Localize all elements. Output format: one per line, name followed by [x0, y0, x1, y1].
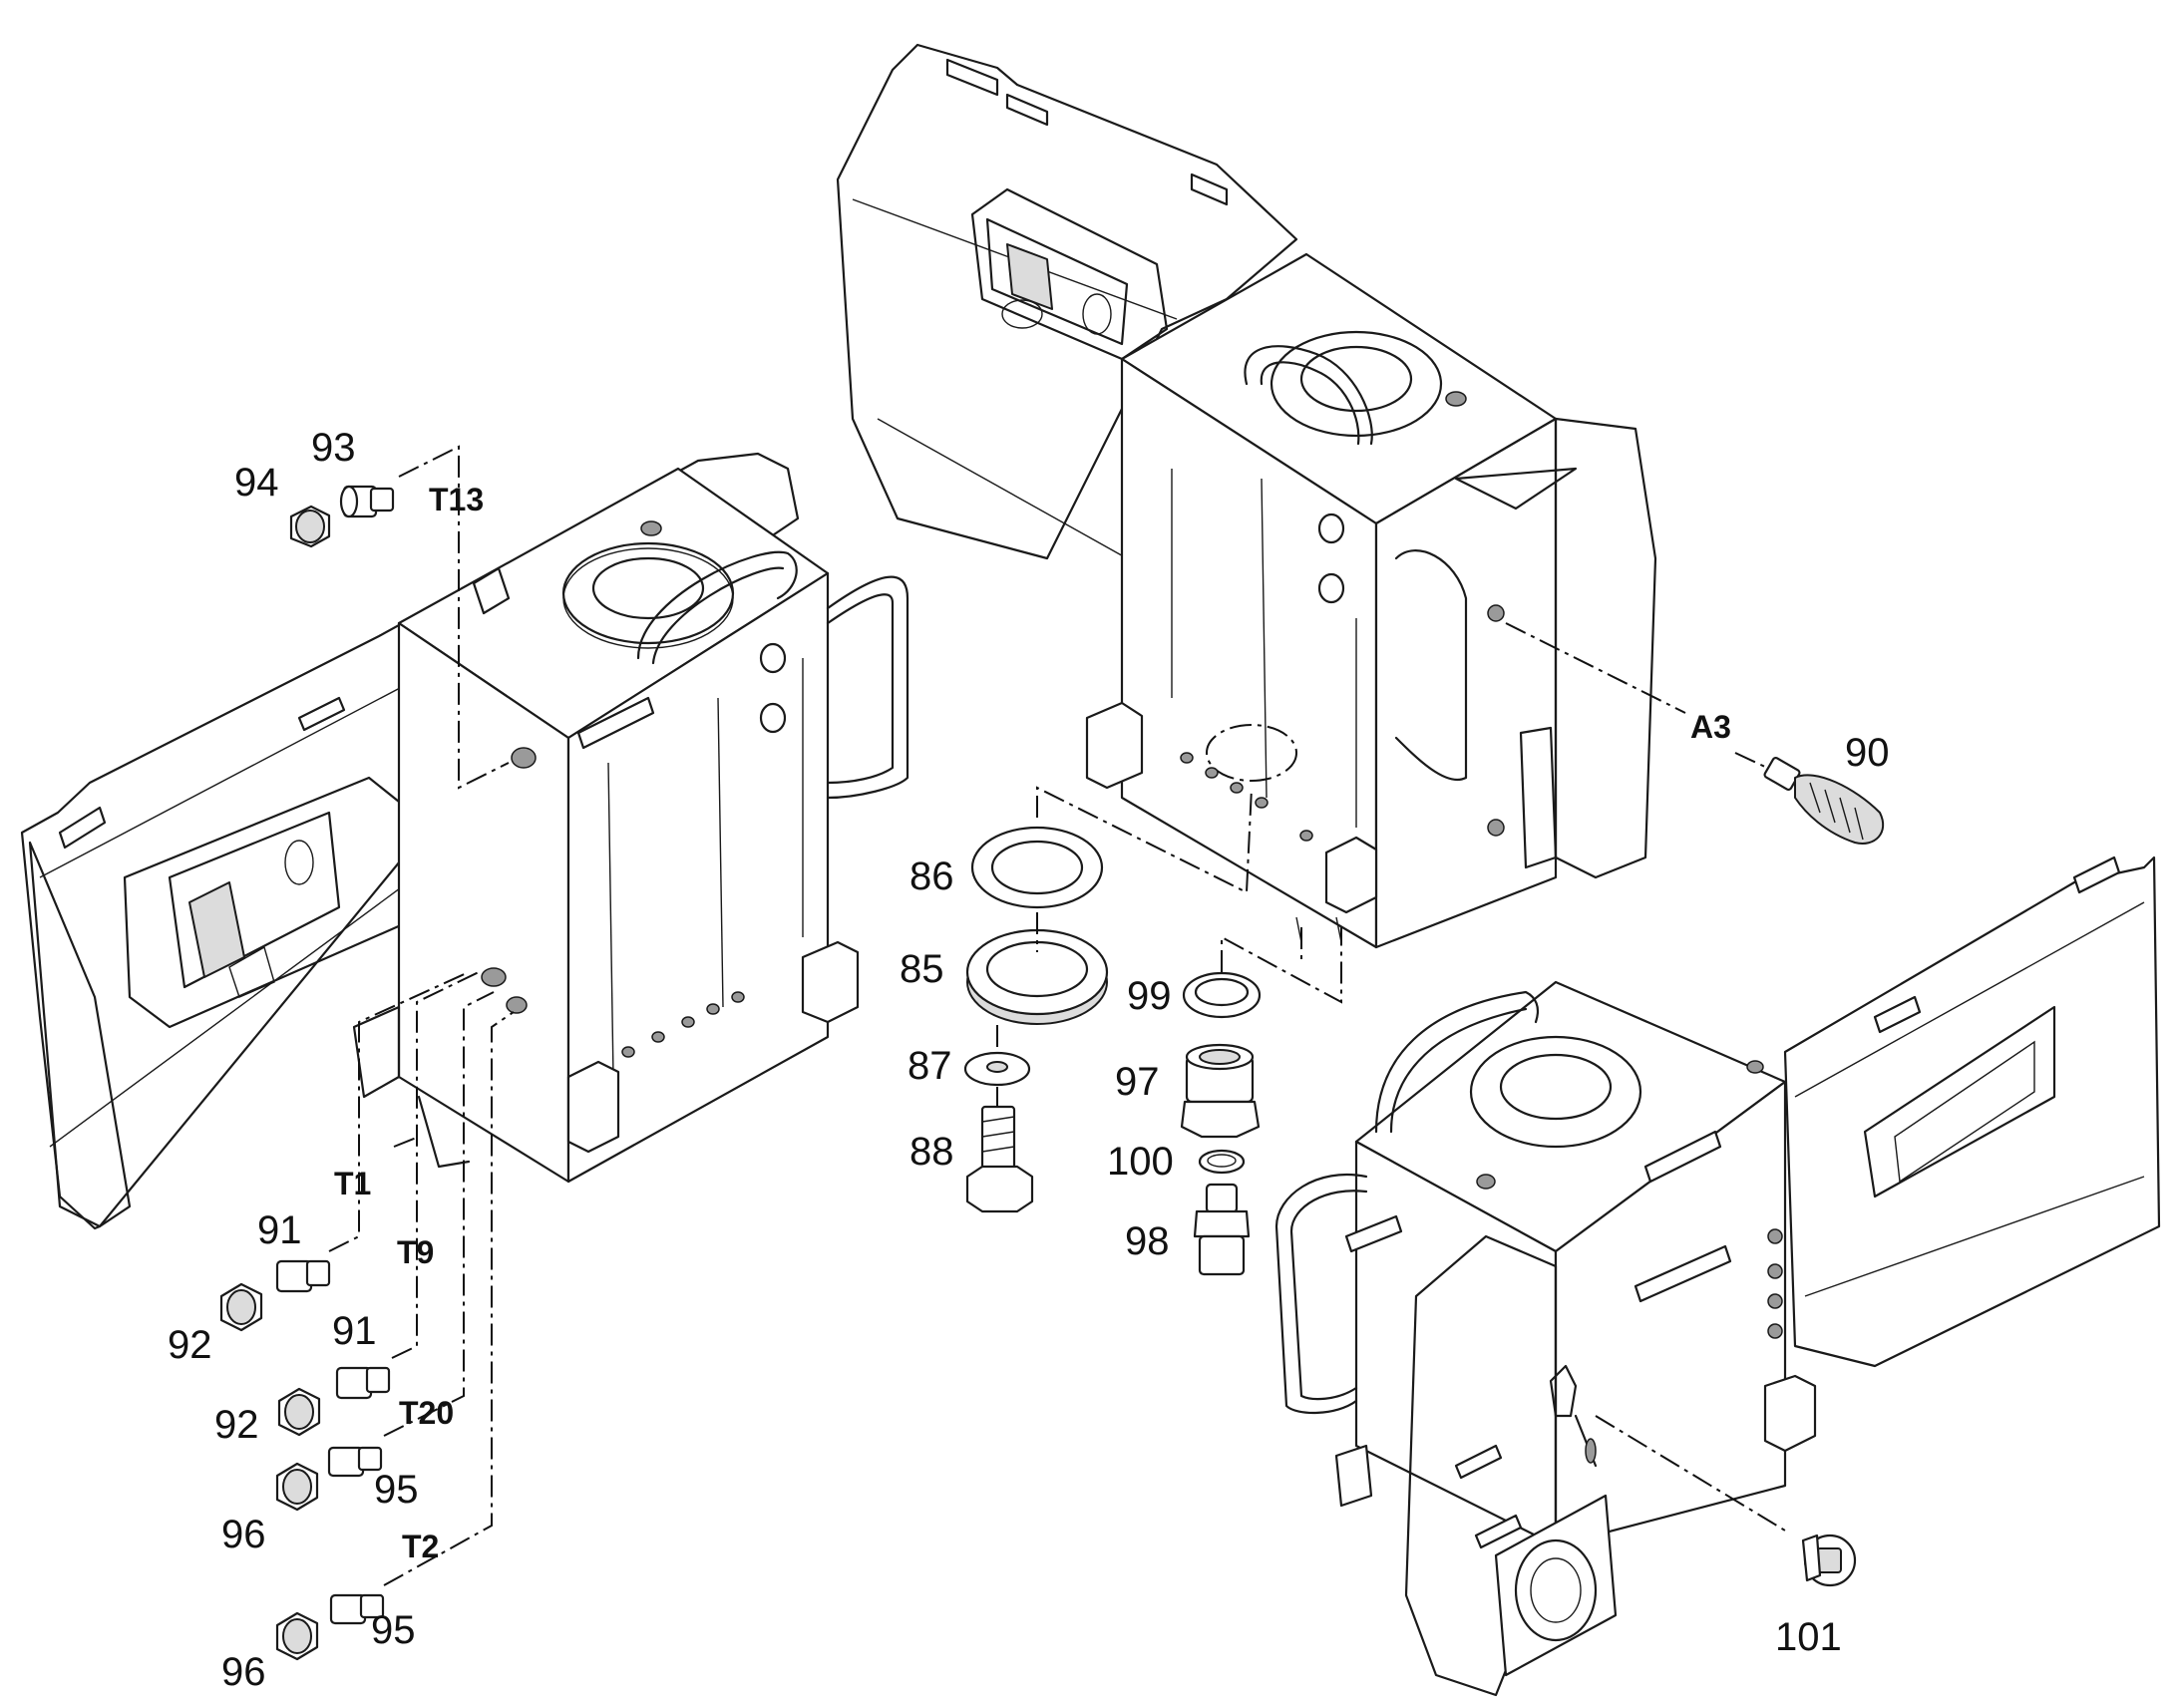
label-90: 90 [1845, 731, 1890, 775]
label-92b: 92 [214, 1403, 259, 1447]
tag-t13: T13 [429, 482, 484, 517]
fitting-part-91b [335, 1366, 391, 1400]
label-88: 88 [909, 1130, 954, 1174]
nut-part-96b [275, 1611, 319, 1661]
plug-part-101 [1801, 1534, 1857, 1587]
fitting-part-95b [329, 1593, 385, 1625]
union-part-97 [1180, 1043, 1261, 1139]
label-100: 100 [1107, 1140, 1174, 1184]
seal-part-100 [1198, 1149, 1246, 1175]
label-97: 97 [1115, 1060, 1160, 1104]
leader-lines [328, 445, 1786, 1586]
nut-part-96a [275, 1462, 319, 1512]
oring-part-99 [1182, 971, 1262, 1019]
washer-part-87 [963, 1051, 1031, 1087]
nut-part-92a [219, 1282, 263, 1332]
fitting-part-95a [327, 1446, 383, 1478]
flange-part-85 [965, 928, 1109, 1025]
label-96b: 96 [221, 1650, 266, 1694]
label-99: 99 [1127, 974, 1172, 1018]
fitting-part-93 [339, 485, 395, 518]
label-85: 85 [900, 947, 944, 991]
fitting-part-91a [275, 1259, 331, 1293]
label-95b: 95 [371, 1608, 416, 1652]
bolt-part-88 [965, 1105, 1034, 1213]
tag-t1: T1 [334, 1166, 371, 1201]
label-94: 94 [234, 461, 279, 505]
right-tank-assembly [1274, 855, 2161, 1697]
breather-part-90 [1763, 756, 1885, 845]
tag-t20: T20 [399, 1395, 454, 1431]
label-101: 101 [1775, 1615, 1842, 1659]
label-95a: 95 [374, 1468, 419, 1512]
nut-part-94 [289, 505, 331, 548]
tag-t2: T2 [402, 1529, 439, 1564]
label-98: 98 [1125, 1219, 1170, 1263]
tag-t9: T9 [397, 1234, 434, 1270]
label-96a: 96 [221, 1513, 266, 1556]
label-87: 87 [908, 1044, 952, 1088]
part-labels: 94 93 T13 T1 91 T9 92 91 92 T20 95 96 T2… [168, 426, 1890, 1694]
label-91b: 91 [332, 1309, 377, 1353]
label-92a: 92 [168, 1323, 212, 1367]
gasket-part-86 [970, 826, 1104, 909]
center-tank-assembly [836, 43, 1657, 949]
left-tank-assembly [20, 452, 909, 1230]
label-91a: 91 [257, 1208, 302, 1252]
label-93: 93 [311, 426, 356, 470]
tag-a3: A3 [1690, 709, 1731, 745]
nut-part-92b [277, 1387, 321, 1437]
coupler-part-98 [1193, 1183, 1251, 1276]
label-86: 86 [909, 854, 954, 898]
